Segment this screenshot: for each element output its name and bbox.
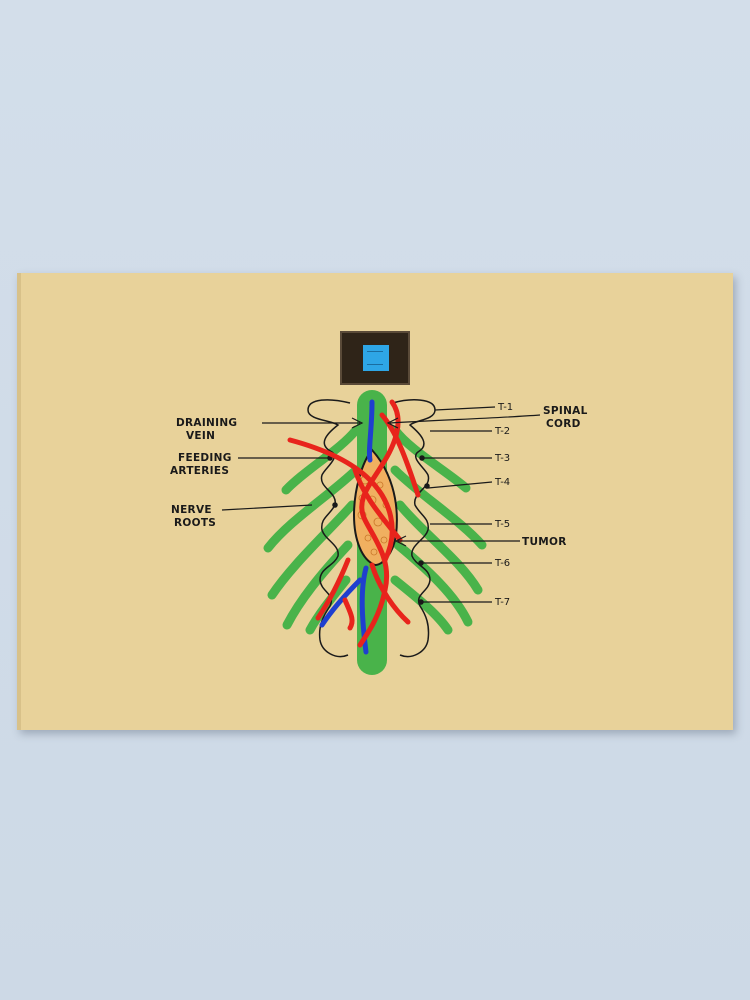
label-t5: T-5 xyxy=(494,519,510,530)
label-tumor: TUMOR xyxy=(522,536,567,548)
label-spinal-line2: CORD xyxy=(546,418,581,430)
label-t2: T-2 xyxy=(494,426,510,437)
label-t7: T-7 xyxy=(494,597,510,608)
label-t3: T-3 xyxy=(494,453,510,464)
label-feeding-line1: FEEDING xyxy=(178,452,232,464)
thumbnail-image xyxy=(363,345,389,371)
label-spinal-line1: SPINAL xyxy=(543,405,588,417)
label-nerve-line1: NERVE xyxy=(171,504,212,516)
thumbnail-frame[interactable] xyxy=(340,331,410,385)
right-labels: SPINAL CORD TUMOR T-1 T-2 T-3 T-4 T-5 T-… xyxy=(494,402,588,608)
label-feeding-line2: ARTERIES xyxy=(170,465,229,477)
left-labels: DRAINING VEIN FEEDING ARTERIES NERVE ROO… xyxy=(170,417,237,529)
label-t1: T-1 xyxy=(497,402,513,413)
feeding-arteries xyxy=(287,399,421,648)
label-draining-line1: DRAINING xyxy=(176,417,237,429)
leader-lines xyxy=(221,406,541,603)
label-nerve-line2: ROOTS xyxy=(174,517,216,529)
label-draining-line2: VEIN xyxy=(186,430,215,442)
label-t4: T-4 xyxy=(494,477,510,488)
vertebrae xyxy=(307,399,436,658)
label-t6: T-6 xyxy=(494,558,510,569)
canvas-edge xyxy=(17,273,21,730)
draining-vein xyxy=(319,399,375,655)
